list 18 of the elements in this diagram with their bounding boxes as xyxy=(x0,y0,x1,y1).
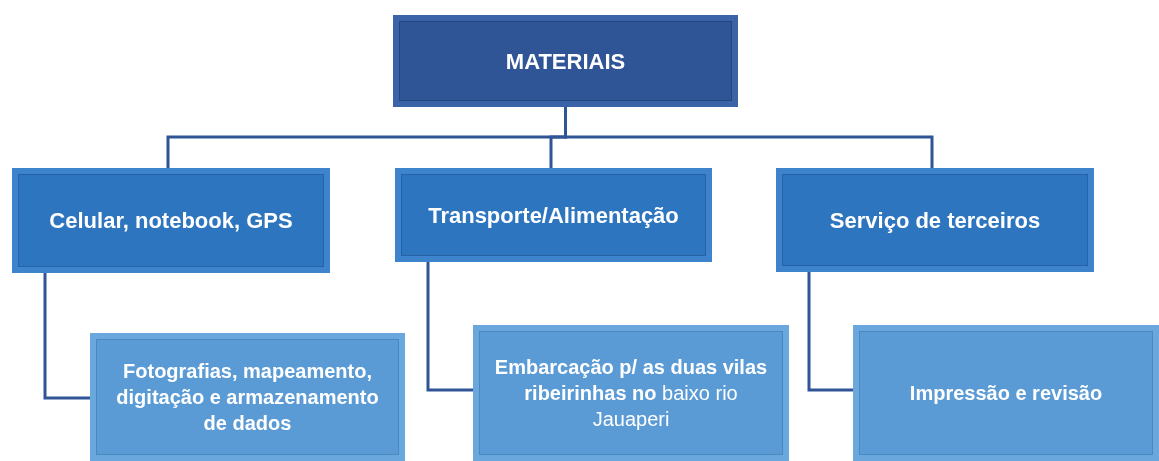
org-chart-box xyxy=(12,168,330,273)
org-chart-box xyxy=(776,168,1094,272)
box-label: Serviço de terceiros xyxy=(829,206,1041,235)
box-label: Embarcação p/ as duas vilas ribeirinhas no baixo rio Jauaperi xyxy=(493,355,769,432)
org-chart-box xyxy=(853,325,1159,461)
org-chart-box xyxy=(473,325,789,461)
connector-line xyxy=(43,273,90,400)
org-chart-box xyxy=(395,168,712,262)
box-label: Celular, notebook, GPS xyxy=(49,207,293,235)
box-label: Impressão e revisão xyxy=(909,381,1103,406)
box-label: Fotografias, mapeamento, digitação e armazenamento de dados xyxy=(115,359,380,436)
org-chart-box xyxy=(90,333,405,461)
connector-line xyxy=(564,107,934,168)
box-label: Transporte/Alimentação xyxy=(428,201,679,230)
connector-line xyxy=(426,262,473,392)
org-chart-box xyxy=(393,15,738,107)
box-label: MATERIAIS xyxy=(505,47,626,76)
connector-line xyxy=(807,272,853,392)
